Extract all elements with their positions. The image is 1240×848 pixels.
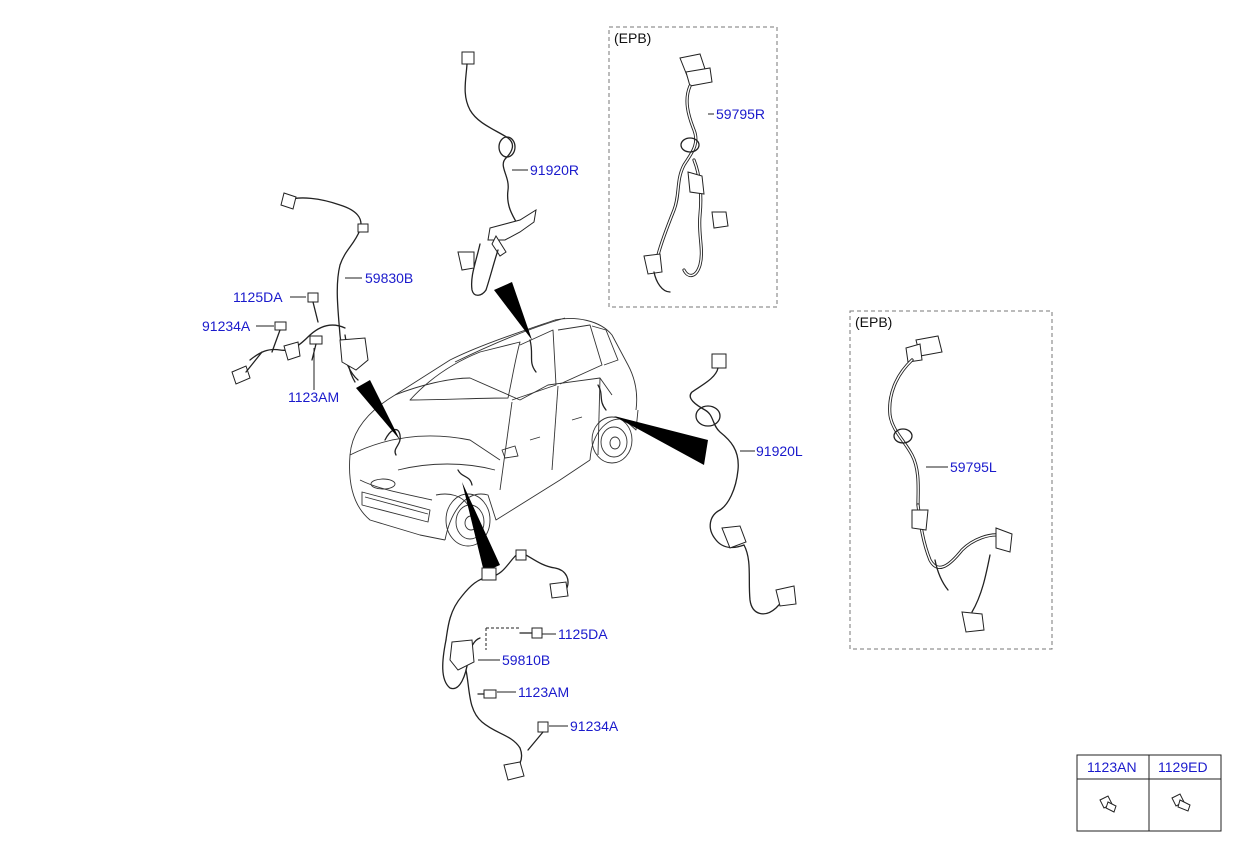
epb-left-label: (EPB): [855, 314, 892, 330]
bolt-icon-1129ED: [1171, 793, 1191, 812]
callout-1125DA-front-left[interactable]: 1125DA: [558, 626, 608, 642]
callout-1123AM-front-right[interactable]: 1123AM: [288, 389, 339, 405]
table-header-1123AN[interactable]: 1123AN: [1087, 759, 1137, 775]
pointer-rear-right: [494, 282, 532, 340]
callout-91234A-front-right[interactable]: 91234A: [202, 318, 251, 334]
callout-91920R[interactable]: 91920R: [530, 162, 579, 178]
parts-table: 1123AN 1129ED: [1076, 754, 1222, 832]
callout-91920L[interactable]: 91920L: [756, 443, 803, 459]
callout-59795L[interactable]: 59795L: [950, 459, 997, 475]
rear-right-wheel-sensor: 91920R: [457, 51, 579, 296]
rear-left-wheel-sensor: 91920L: [689, 353, 803, 615]
callout-59830B[interactable]: 59830B: [365, 270, 413, 286]
callout-59810B[interactable]: 59810B: [502, 652, 550, 668]
epb-right-label: (EPB): [614, 30, 651, 46]
callout-1125DA-front-right[interactable]: 1125DA: [233, 289, 283, 305]
callout-1123AM-front-left[interactable]: 1123AM: [518, 684, 569, 700]
callout-91234A-front-left[interactable]: 91234A: [570, 718, 619, 734]
vehicle-illustration: [349, 317, 639, 547]
pointer-wedges: [356, 282, 708, 572]
pointer-front-right: [356, 380, 400, 440]
bolt-icon-1123AN: [1099, 795, 1117, 813]
pointer-rear-left: [614, 416, 708, 465]
callout-59795R[interactable]: 59795R: [716, 106, 765, 122]
front-right-wheel-sensor: 59830B 1125DA 91234A 1123AM: [202, 192, 413, 405]
epb-right-box: (EPB) 59795R: [608, 26, 778, 308]
pointer-front-left: [462, 482, 500, 572]
epb-left-box: (EPB) 59795L: [849, 310, 1053, 650]
table-header-1129ED[interactable]: 1129ED: [1158, 759, 1208, 775]
front-left-wheel-sensor: 1125DA 59810B 1123AM 91234A: [442, 549, 619, 781]
